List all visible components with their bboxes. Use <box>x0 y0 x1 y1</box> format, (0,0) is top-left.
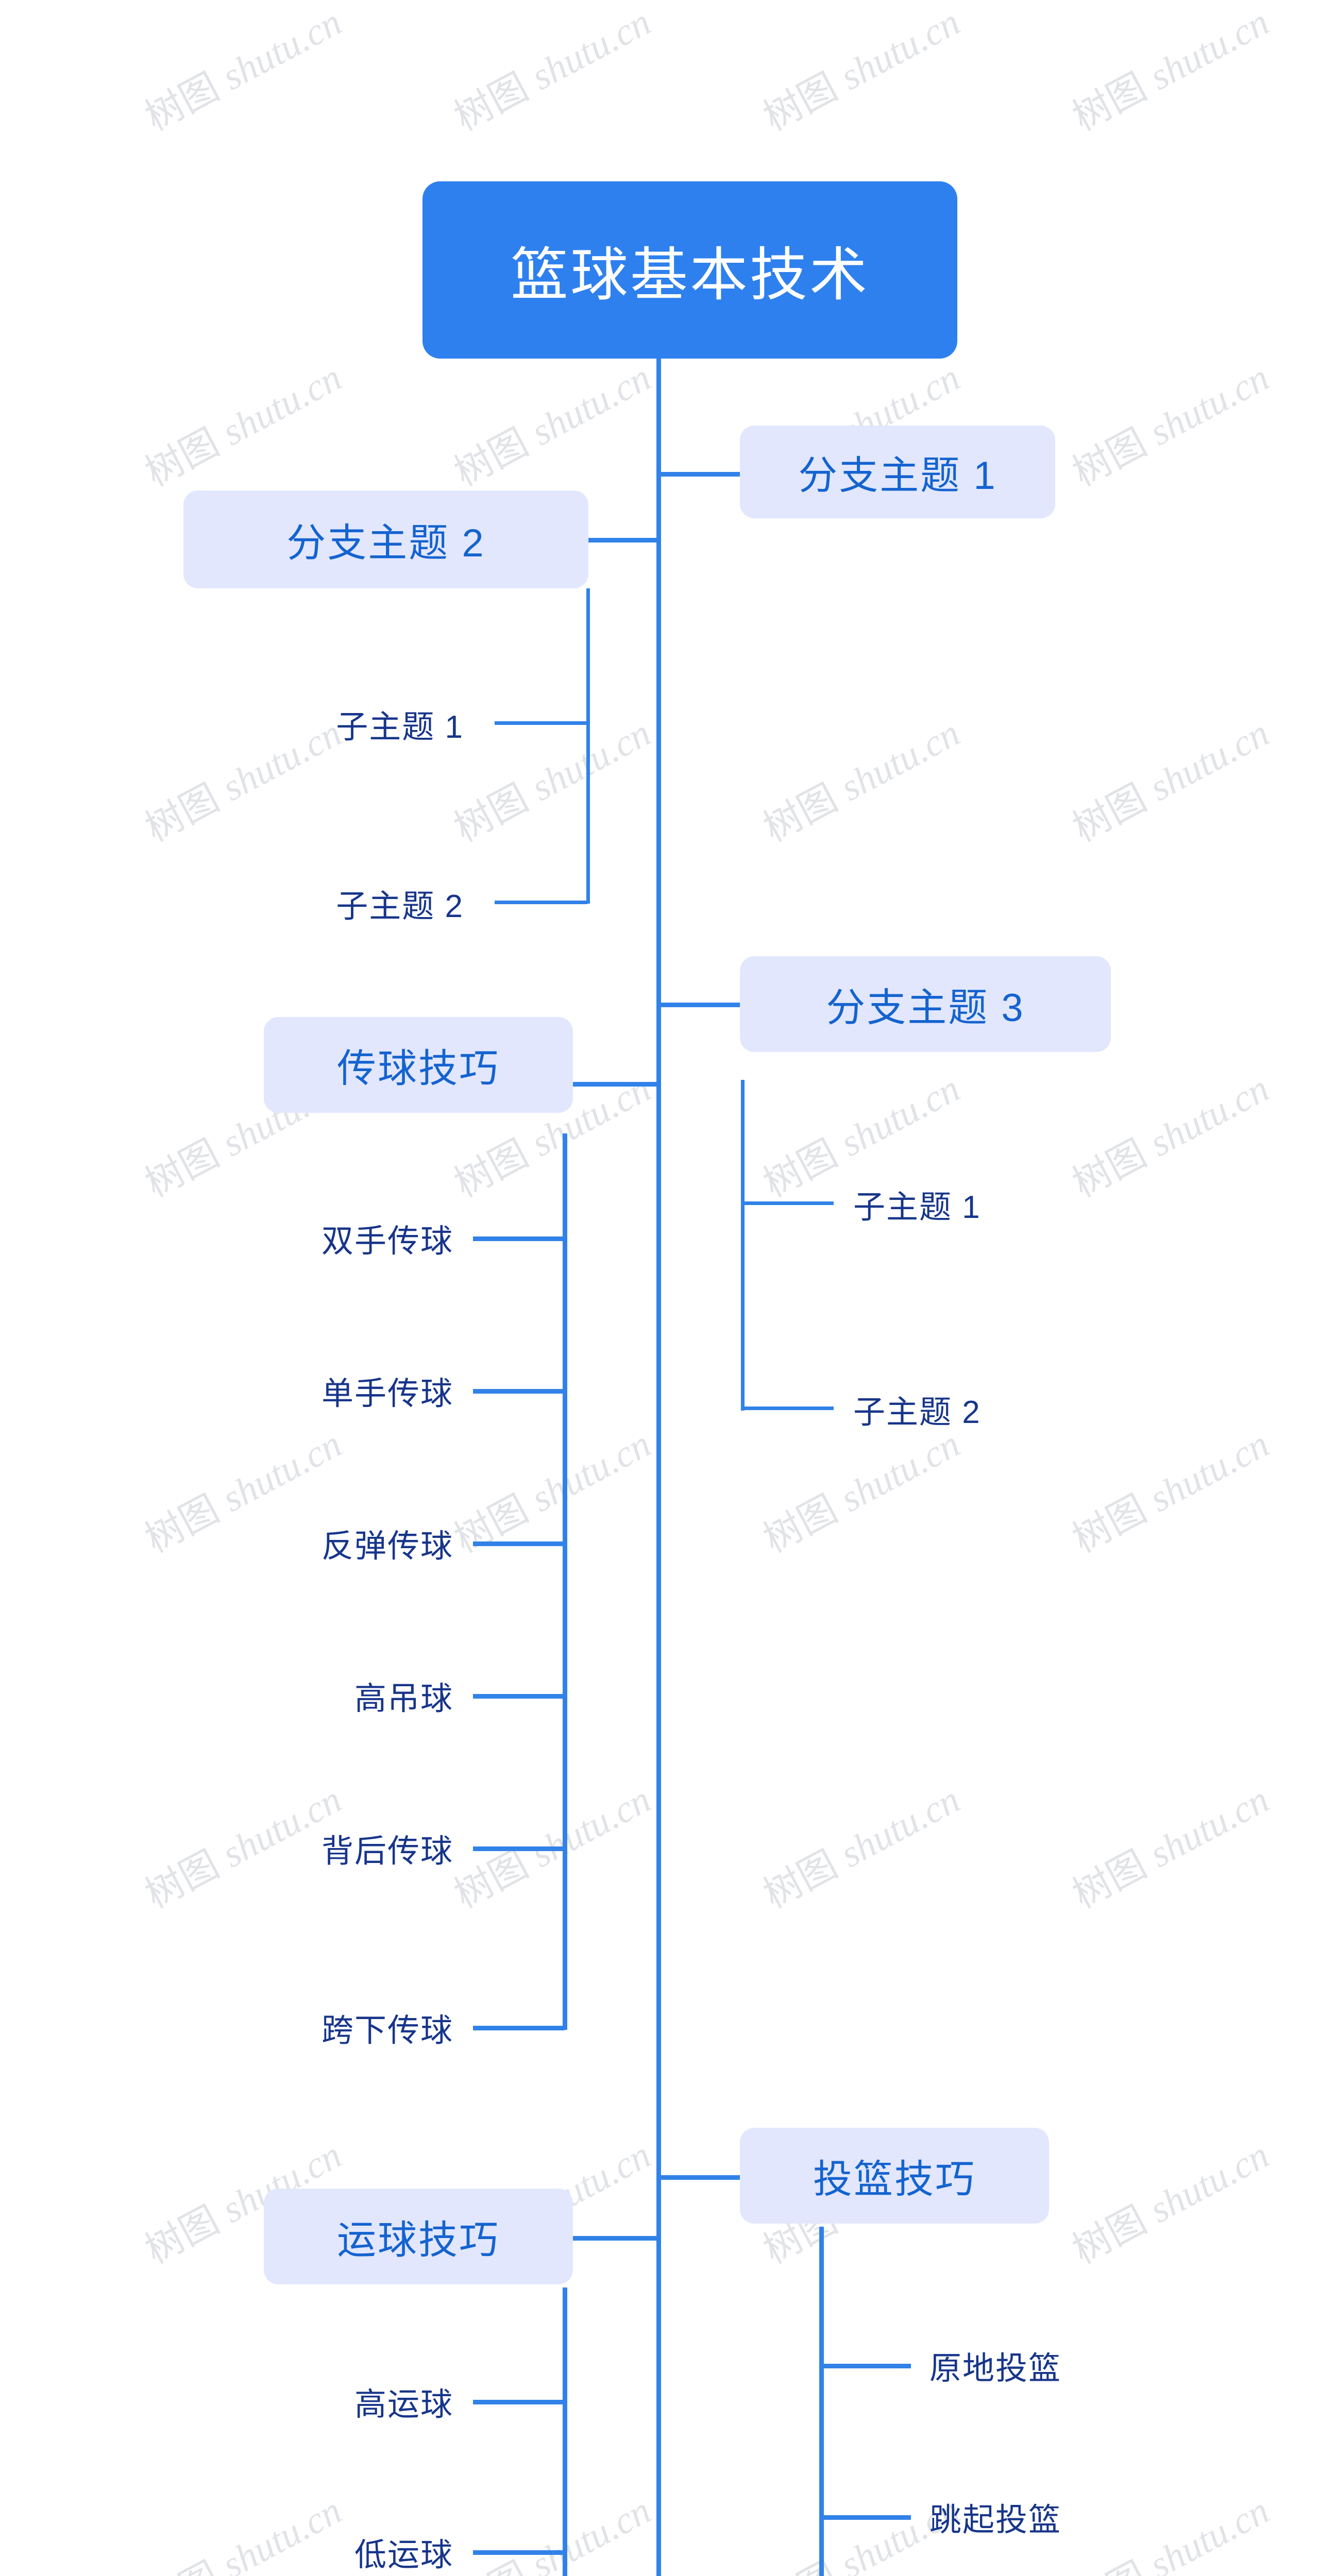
leaf-b2-child-1[interactable]: 子主题 1 <box>336 709 464 745</box>
watermark: 树图 shutu.cn <box>447 356 658 495</box>
connector-branch-3 <box>656 1003 742 1007</box>
leaf-b4-child-1[interactable]: 双手传球 <box>321 1224 453 1259</box>
watermark: 树图 shutu.cn <box>1066 1067 1276 1206</box>
watermark: 树图 shutu.cn <box>447 1422 658 1561</box>
leaf-b6-child-2[interactable]: 低运球 <box>354 2537 453 2573</box>
connector-b4-child-5 <box>473 1846 565 1851</box>
connector-b4-child-4 <box>473 1694 565 1699</box>
spine-branch-5 <box>819 2227 824 2576</box>
connector-b3-child-2 <box>741 1406 834 1410</box>
spine-branch-4 <box>563 1133 567 2030</box>
watermark: 树图 shutu.cn <box>447 1778 658 1917</box>
leaf-b4-child-3[interactable]: 反弹传球 <box>321 1529 453 1564</box>
watermark: 树图 shutu.cn <box>447 711 658 850</box>
spine-branch-2 <box>586 588 590 904</box>
connector-branch-2 <box>587 538 660 543</box>
leaf-b5-child-2[interactable]: 跳起投篮 <box>929 2502 1062 2538</box>
branch-node-1[interactable]: 分支主题 1 <box>740 426 1055 518</box>
leaf-b3-child-2[interactable]: 子主题 2 <box>853 1395 981 1430</box>
connector-branch-6 <box>565 2236 660 2241</box>
branch-node-5[interactable]: 投篮技巧 <box>740 2128 1049 2224</box>
watermark: 树图 shutu.cn <box>1066 2133 1276 2272</box>
leaf-b3-child-1[interactable]: 子主题 1 <box>853 1190 981 1225</box>
connector-b4-child-6 <box>473 2026 565 2030</box>
watermark: 树图 shutu.cn <box>756 1 967 139</box>
connector-branch-4 <box>565 1082 660 1087</box>
connector-b3-child-1 <box>741 1201 834 1205</box>
connector-b5-child-1 <box>819 2364 911 2368</box>
leaf-b4-child-6[interactable]: 跨下传球 <box>321 2013 453 2048</box>
watermark: 树图 shutu.cn <box>1066 1422 1276 1561</box>
watermark: 树图 shutu.cn <box>447 2489 658 2576</box>
spine-branch-3 <box>741 1080 745 1411</box>
watermark: 树图 shutu.cn <box>1066 356 1276 495</box>
connector-b4-child-2 <box>473 1389 565 1394</box>
connector-b6-child-1 <box>473 2400 565 2404</box>
connector-branch-1 <box>656 472 742 477</box>
watermark: 树图 shutu.cn <box>1066 1778 1276 1917</box>
connector-b4-child-3 <box>473 1541 565 1546</box>
branch-node-3[interactable]: 分支主题 3 <box>740 956 1111 1052</box>
connector-b2-child-2 <box>495 901 587 904</box>
watermark: 树图 shutu.cn <box>138 1 349 139</box>
leaf-b4-child-4[interactable]: 高吊球 <box>354 1681 453 1717</box>
spine-branch-6 <box>563 2287 567 2576</box>
watermark: 树图 shutu.cn <box>756 1778 967 1917</box>
watermark: 树图 shutu.cn <box>447 1 658 139</box>
watermark: 树图 shutu.cn <box>1066 711 1276 850</box>
leaf-b2-child-2[interactable]: 子主题 2 <box>336 889 464 924</box>
watermark: 树图 shutu.cn <box>756 711 967 850</box>
trunk-line <box>656 355 661 2576</box>
connector-b5-child-2 <box>819 2515 911 2520</box>
watermark: 树图 shutu.cn <box>756 1422 967 1561</box>
connector-b2-child-1 <box>495 721 587 725</box>
leaf-b5-child-1[interactable]: 原地投篮 <box>929 2351 1062 2386</box>
connector-b4-child-1 <box>473 1236 565 1241</box>
leaf-b6-child-1[interactable]: 高运球 <box>354 2387 453 2422</box>
leaf-b4-child-5[interactable]: 背后传球 <box>321 1834 453 1869</box>
leaf-b4-child-2[interactable]: 单手传球 <box>321 1376 453 1412</box>
branch-node-4[interactable]: 传球技巧 <box>264 1017 573 1113</box>
watermark: 树图 shutu.cn <box>1066 1 1276 139</box>
watermark: 树图 shutu.cn <box>138 356 349 495</box>
connector-branch-5 <box>656 2175 742 2180</box>
branch-node-2[interactable]: 分支主题 2 <box>183 490 588 588</box>
connector-b6-child-2 <box>473 2550 565 2555</box>
root-node[interactable]: 篮球基本技术 <box>422 181 957 359</box>
branch-node-6[interactable]: 运球技巧 <box>264 2189 573 2284</box>
